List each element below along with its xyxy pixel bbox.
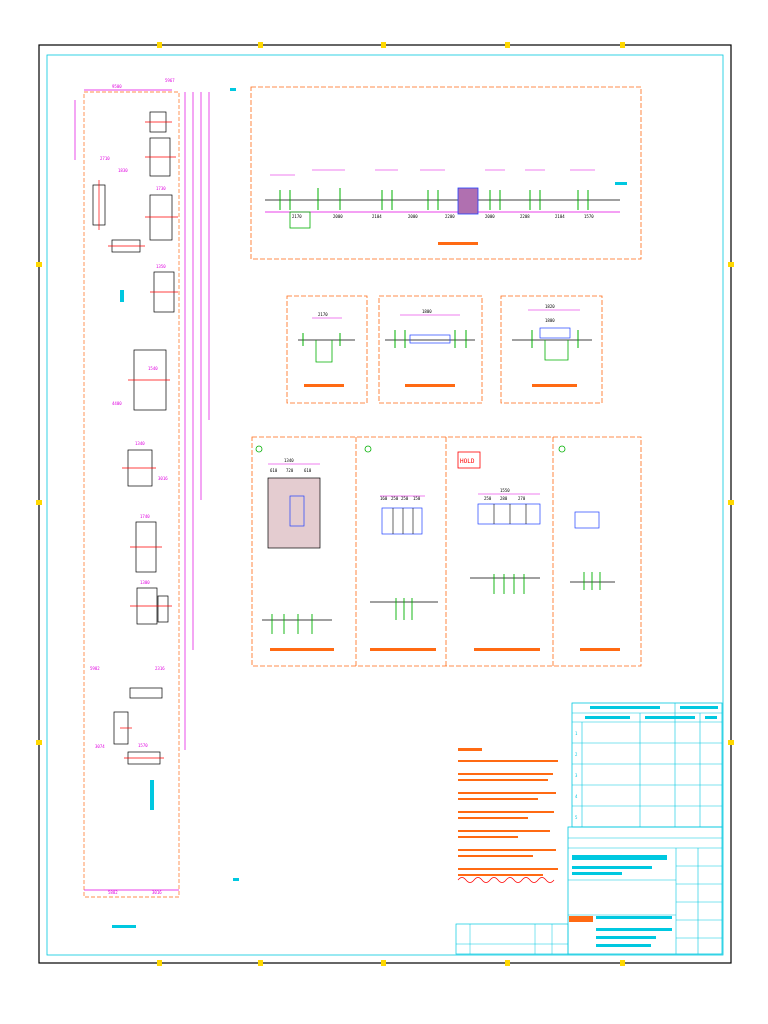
elev-dim-7: 2208 (520, 214, 530, 219)
company-logo (569, 916, 593, 922)
plan-dim-13: 1570 (138, 743, 148, 748)
det1-dim-1: 1340 (284, 458, 294, 463)
title-block: 1 2 3 4 5 (455, 702, 723, 955)
notes-block (457, 748, 558, 883)
section-views: 2170 1800 1820 1800 (286, 295, 603, 404)
elev-dim-8: 2104 (555, 214, 565, 219)
det3-dim-4: 270 (518, 496, 526, 501)
plan-dim-11: 2316 (155, 666, 165, 671)
plan-dim-bottom-a: 5882 (108, 890, 118, 895)
elev-dim-3: 2104 (372, 214, 382, 219)
schedule-row-3: 3 (575, 773, 578, 778)
plan-dim-8: 1740 (140, 514, 150, 519)
det3-dim-3: 280 (500, 496, 508, 501)
hold-stamp (457, 451, 481, 469)
plan-dim-2: 1830 (118, 168, 128, 173)
det1-dim-4: 610 (304, 468, 312, 473)
sec2-dim: 1800 (422, 309, 432, 314)
inner-border (46, 54, 724, 956)
plan-frame (83, 91, 180, 898)
section-3-frame (500, 295, 603, 404)
plan-dim-5: 1540 (148, 366, 158, 371)
elev-dim-5: 2200 (445, 214, 455, 219)
det3-dim-1: 1550 (500, 488, 510, 493)
schedule-row-1: 1 (575, 731, 578, 736)
plan-dim-top-b: 5967 (165, 78, 175, 83)
det1-dim-3: 720 (286, 468, 294, 473)
hold-stamp-label: HOLD (460, 458, 475, 465)
plan-view: 9500 5967 (74, 78, 239, 928)
det3-dim-2: 250 (484, 496, 492, 501)
plan-dim-top-a: 9500 (112, 84, 122, 89)
section-2-frame (378, 295, 483, 404)
detail-views: 1340 610 720 610 160 250 250 150 HOLD (251, 436, 642, 667)
elev-dim-6: 2000 (485, 214, 495, 219)
sec1-dim: 2170 (318, 312, 328, 317)
plan-dim-bottom-b: 3016 (152, 890, 162, 895)
sec3-dim-2: 1800 (545, 318, 555, 323)
plan-dim-6: 1340 (135, 441, 145, 446)
plan-dim-12: 3074 (95, 744, 105, 749)
elevation-view: 2170 2000 2104 2000 2200 2000 2208 2104 … (250, 86, 642, 260)
schedule-row-2: 2 (575, 752, 578, 757)
det2-dim-3: 250 (401, 496, 409, 501)
details-frame (251, 436, 642, 667)
elev-dim-1: 2170 (292, 214, 302, 219)
det2-dim-4: 150 (413, 496, 421, 501)
schedule-row-5: 5 (575, 815, 578, 820)
revision-strip (455, 923, 569, 955)
outer-border (38, 44, 732, 964)
plan-dim-3: 1730 (156, 186, 166, 191)
det1-dim-2: 610 (270, 468, 278, 473)
elev-dim-9: 1570 (584, 214, 594, 219)
plan-dim-10: 5982 (90, 666, 100, 671)
plan-dim-1: 2710 (100, 156, 110, 161)
elev-dim-2: 2000 (333, 214, 343, 219)
elev-dim-4: 2000 (408, 214, 418, 219)
det2-dim-1: 160 (380, 496, 388, 501)
section-1-frame (286, 295, 368, 404)
schedule-row-4: 4 (575, 794, 578, 799)
plan-dim-9: 1300 (140, 580, 150, 585)
plan-dim-14: 4400 (112, 401, 122, 406)
sec3-dim: 1820 (545, 304, 555, 309)
schedule-table (571, 702, 723, 828)
plan-dim-7: 3016 (158, 476, 168, 481)
company-table (567, 826, 723, 955)
elevation-frame (250, 86, 642, 260)
plan-dim-4: 1350 (156, 264, 166, 269)
det2-dim-2: 250 (391, 496, 399, 501)
border-markers (36, 42, 734, 966)
